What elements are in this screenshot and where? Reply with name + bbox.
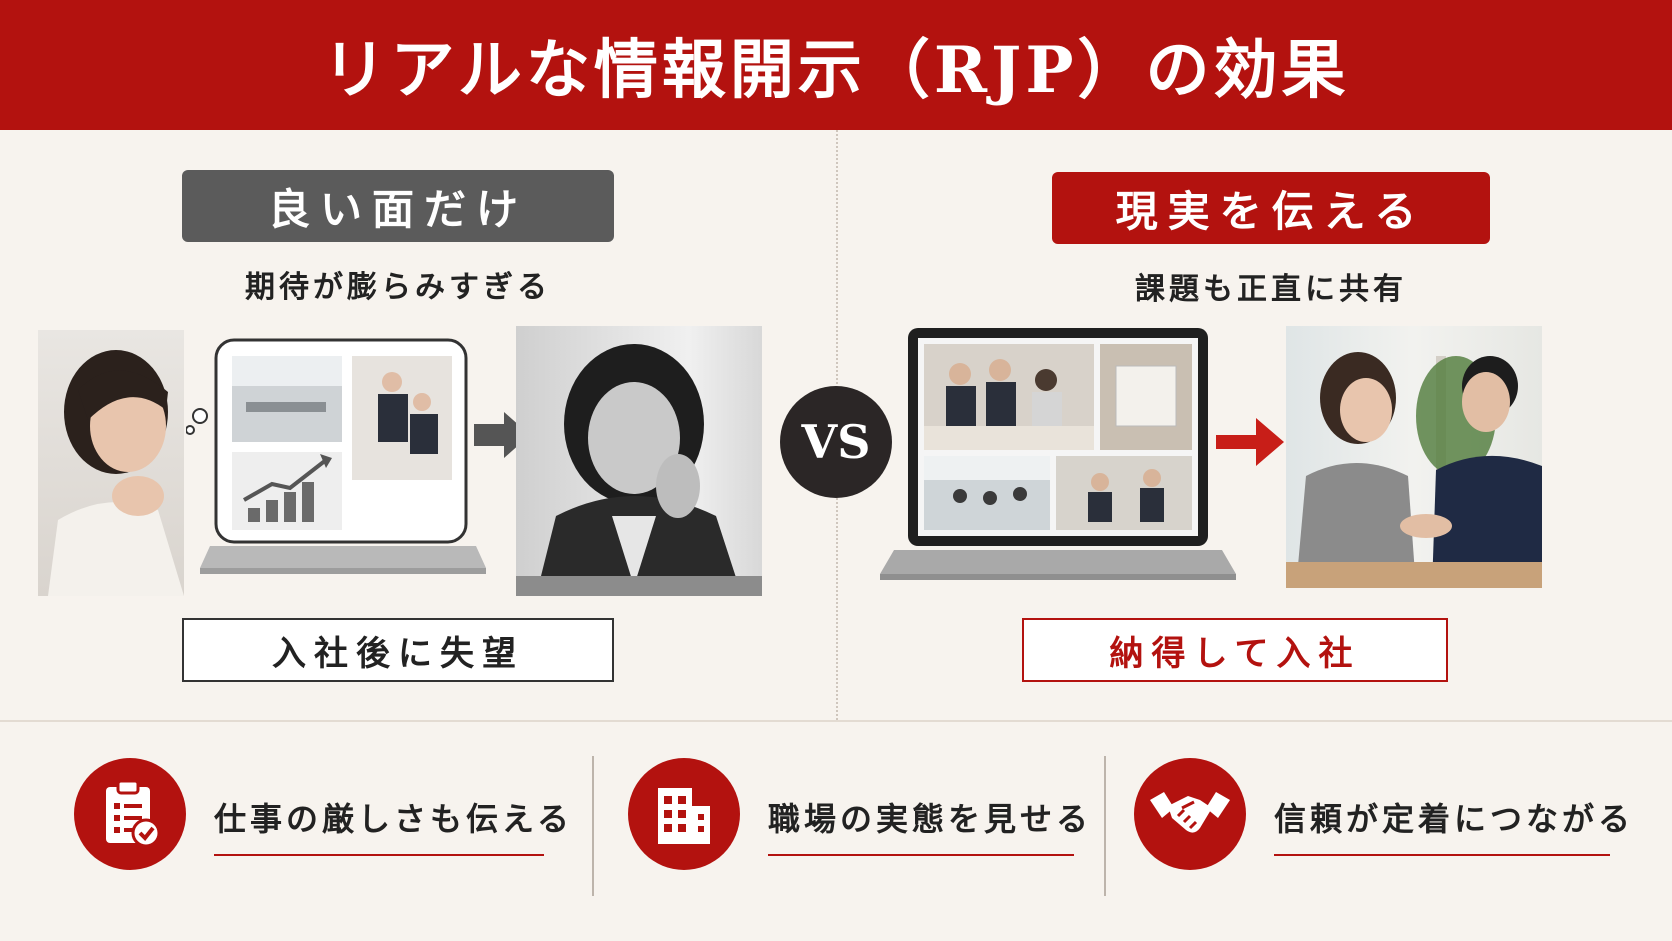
footer-label-trust: 信頼が定着につながる [1274,800,1635,838]
footer-separator [592,756,594,896]
woman-thinking-photo [38,330,184,596]
disappointed-woman-photo [516,326,762,596]
right-badge-label: 現実を伝える [1115,186,1427,236]
handshake-interview-photo [1286,326,1542,588]
footer-item-difficulty: 仕事の厳しさも伝える [74,750,569,900]
red-right-arrow-icon [1216,418,1284,466]
left-result-box: 入社後に失望 [182,618,614,682]
footer-label-workplace: 職場の実態を見せる [768,800,1093,838]
title-banner: リアルな情報開示（RJP）の効果 [0,0,1672,130]
footer-underline [768,854,1074,856]
reality-laptop-illustration [880,326,1240,594]
footer-underline [1274,854,1610,856]
footer-item-trust: 信頼が定着につながる [1134,750,1634,900]
dream-laptop-illustration [186,332,486,594]
clipboard-check-icon [74,758,186,870]
vs-badge: VS [780,386,892,498]
right-subtitle: 課題も正直に共有 [1135,272,1407,307]
vs-label: VS [801,415,871,469]
left-badge-label: 良い面だけ [267,184,528,234]
left-badge: 良い面だけ [182,170,614,242]
building-icon [628,758,740,870]
footer-divider [0,720,1672,722]
footer-separator [1104,756,1106,896]
right-result-box: 納得して入社 [1022,618,1448,682]
handshake-icon [1134,758,1246,870]
left-subtitle: 期待が膨らみすぎる [245,270,551,305]
right-badge: 現実を伝える [1052,172,1490,244]
page-title: リアルな情報開示（RJP）の効果 [322,33,1350,108]
left-result-label: 入社後に失望 [272,633,524,674]
footer-underline [214,854,544,856]
footer-item-workplace: 職場の実態を見せる [628,750,1088,900]
footer-label-difficulty: 仕事の厳しさも伝える [214,800,574,838]
right-result-label: 納得して入社 [1109,633,1361,674]
